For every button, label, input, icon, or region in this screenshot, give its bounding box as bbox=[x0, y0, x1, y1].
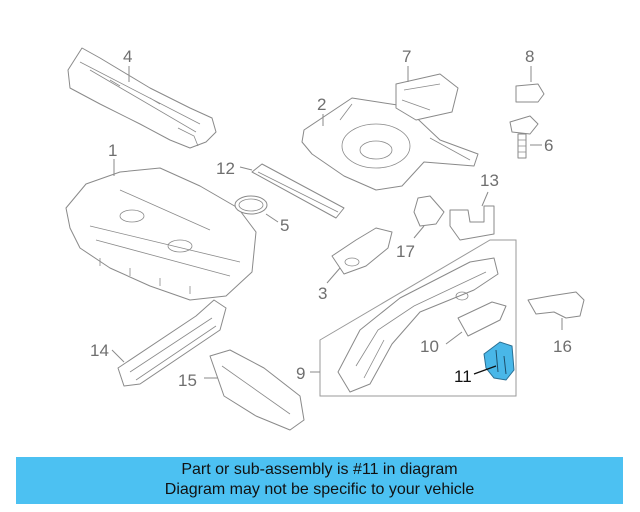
callout-15: 15 bbox=[178, 371, 197, 390]
callout-9: 9 bbox=[296, 364, 305, 383]
callout-16: 16 bbox=[553, 337, 572, 356]
callout-5: 5 bbox=[280, 216, 289, 235]
part-10-plate bbox=[457, 301, 507, 337]
parts-diagram: 4 2 7 8 6 1 12 bbox=[65, 47, 585, 431]
part-1-rear-floor-pan bbox=[65, 167, 257, 301]
part-7-bracket bbox=[395, 73, 459, 121]
part-3-mount-bracket bbox=[331, 227, 393, 275]
banner-line-1: Part or sub-assembly is #11 in diagram bbox=[181, 461, 458, 478]
part-6-bolt bbox=[509, 115, 539, 159]
callout-13: 13 bbox=[480, 171, 499, 190]
callout-2: 2 bbox=[317, 95, 326, 114]
part-9-frame-rail bbox=[337, 257, 499, 393]
info-banner: Part or sub-assembly is #11 in diagram D… bbox=[16, 457, 623, 504]
part-4-side-rail bbox=[67, 47, 217, 149]
part-8-plug bbox=[515, 83, 545, 103]
callout-3: 3 bbox=[318, 284, 327, 303]
part-5-gasket bbox=[234, 195, 268, 215]
callout-17: 17 bbox=[396, 242, 415, 261]
callout-4: 4 bbox=[123, 47, 132, 66]
callout-8: 8 bbox=[525, 47, 534, 66]
part-9-assembly-box bbox=[319, 239, 517, 397]
callout-7: 7 bbox=[402, 47, 411, 66]
callout-12: 12 bbox=[216, 159, 235, 178]
part-12-reinforcement bbox=[251, 163, 345, 219]
callout-11: 11 bbox=[454, 367, 472, 386]
callout-10: 10 bbox=[420, 337, 439, 356]
callout-1: 1 bbox=[108, 141, 117, 160]
callout-6: 6 bbox=[544, 136, 553, 155]
banner-line-2: Diagram may not be specific to your vehi… bbox=[164, 481, 475, 498]
part-17-bracket bbox=[413, 195, 445, 227]
callout-14: 14 bbox=[90, 341, 109, 360]
part-16-bracket bbox=[527, 291, 585, 319]
part-13-channel bbox=[449, 205, 495, 241]
part-11-highlighted-bracket bbox=[483, 341, 515, 381]
part-14-lower-rail bbox=[117, 299, 227, 387]
part-15-heat-shield bbox=[209, 349, 305, 431]
